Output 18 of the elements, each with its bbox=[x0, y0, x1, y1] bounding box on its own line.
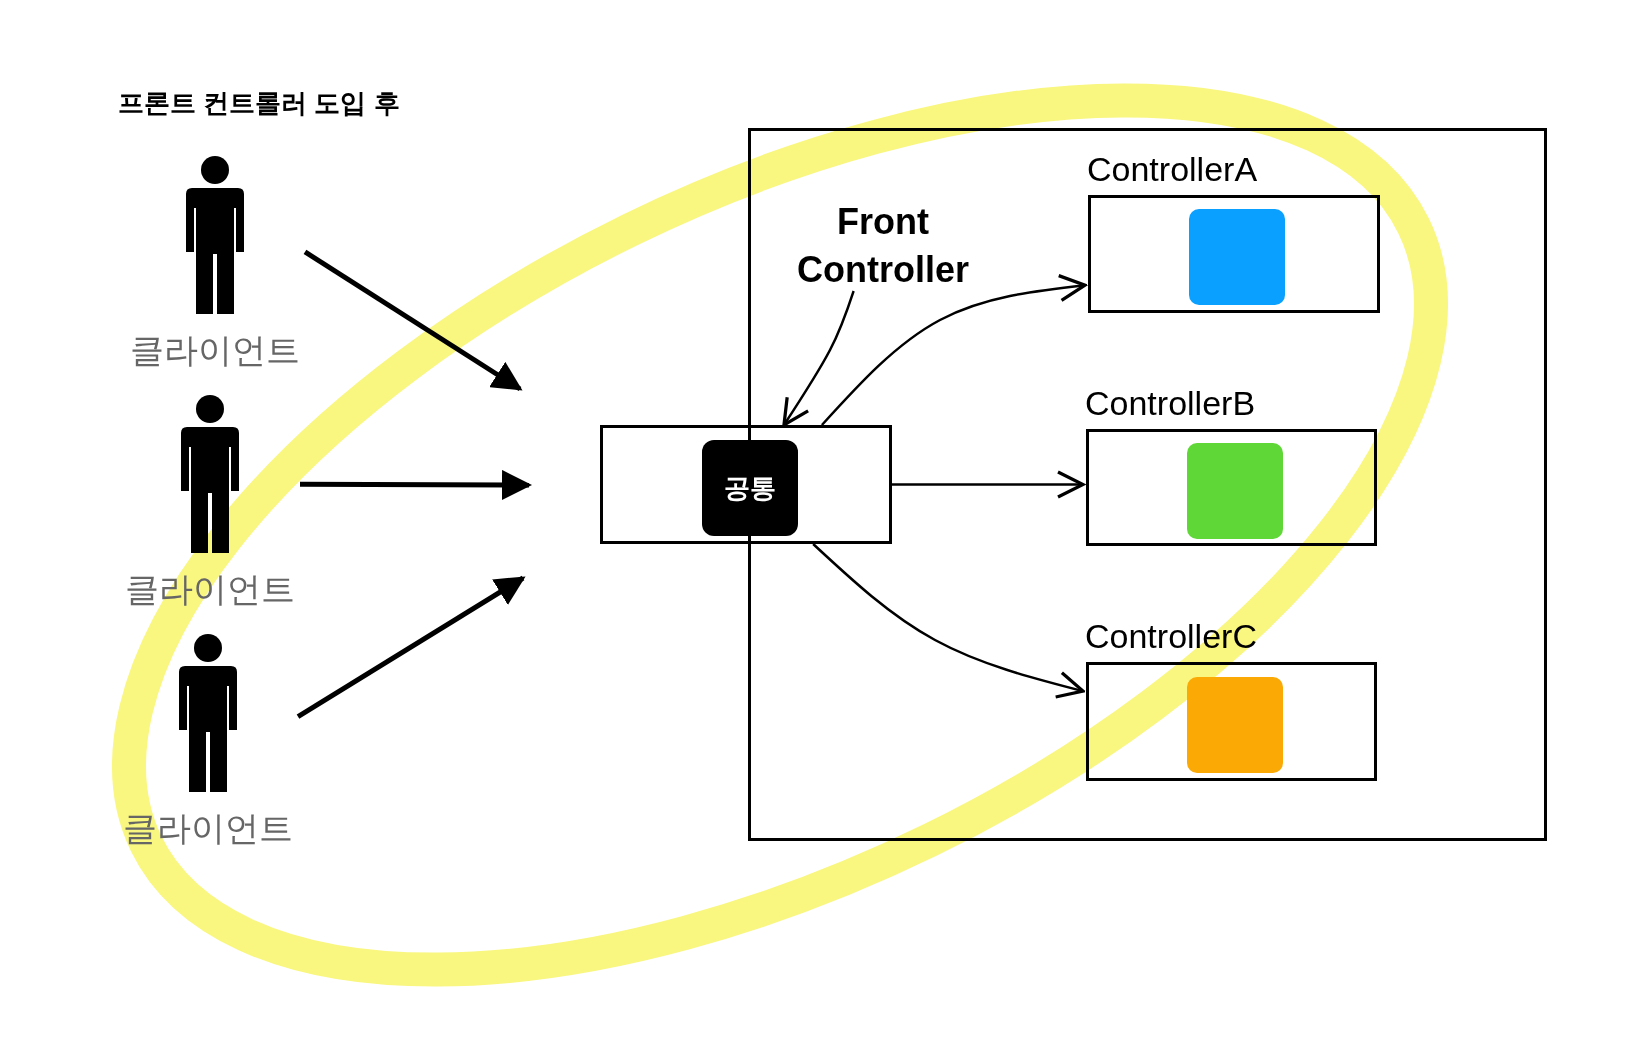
callout-text: Front Controller bbox=[796, 200, 970, 292]
title: 프론트 컨트롤러 도입 후 bbox=[118, 87, 400, 120]
arrow bbox=[782, 290, 855, 427]
controller-square bbox=[1187, 443, 1283, 539]
controller-heading: ControllerC bbox=[1085, 617, 1257, 656]
arrow bbox=[296, 575, 526, 719]
arrow bbox=[303, 249, 523, 392]
arrow bbox=[812, 543, 1085, 699]
arrow bbox=[300, 469, 532, 500]
client-label: 클라이언트 bbox=[129, 330, 301, 371]
arrow bbox=[821, 274, 1087, 426]
common-block: 공통 bbox=[702, 440, 798, 536]
controller-heading: ControllerB bbox=[1085, 384, 1256, 423]
front-controller-box bbox=[600, 425, 892, 544]
controller-heading: ControllerA bbox=[1087, 150, 1258, 189]
arrow bbox=[892, 470, 1085, 499]
controller-square bbox=[1189, 209, 1285, 305]
controller-square bbox=[1187, 677, 1283, 773]
